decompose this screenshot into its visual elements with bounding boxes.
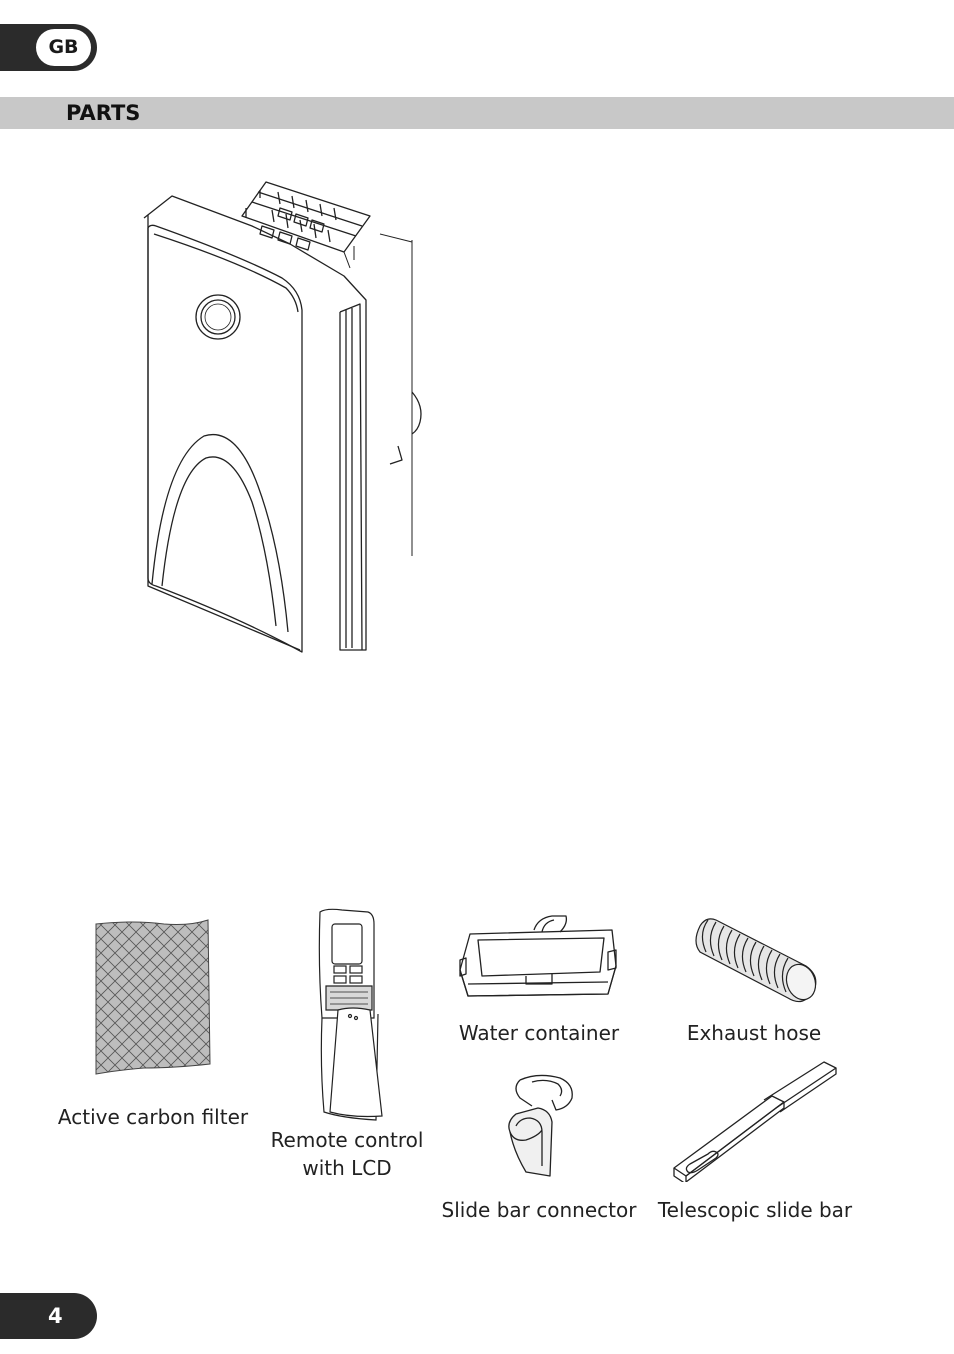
page-number-tab: 4 — [0, 1293, 97, 1339]
slide-bar-connector-illustration — [508, 1074, 573, 1177]
caption-remote-control-line2: with LCD — [302, 1156, 392, 1180]
water-container-illustration — [459, 915, 617, 997]
section-header-bar: PARTS — [0, 97, 954, 129]
telescopic-slide-bar-illustration — [673, 1061, 837, 1182]
language-tab: GB — [0, 24, 97, 71]
caption-telescopic-slide-bar: Telescopic slide bar — [657, 1198, 853, 1222]
air-conditioner-unit-illustration — [143, 181, 422, 653]
page-number: 4 — [48, 1304, 63, 1328]
caption-remote-control-line1: Remote control — [270, 1128, 424, 1152]
carbon-filter-illustration — [95, 919, 211, 1075]
remote-control-illustration — [318, 908, 383, 1121]
language-badge: GB — [36, 29, 91, 66]
exhaust-hose-illustration — [695, 918, 817, 1003]
caption-water-container: Water container — [458, 1021, 620, 1045]
caption-slide-bar-connector: Slide bar connector — [441, 1198, 637, 1222]
caption-exhaust-hose: Exhaust hose — [686, 1021, 822, 1045]
section-title: PARTS — [66, 101, 141, 125]
caption-active-carbon-filter: Active carbon filter — [57, 1105, 249, 1129]
